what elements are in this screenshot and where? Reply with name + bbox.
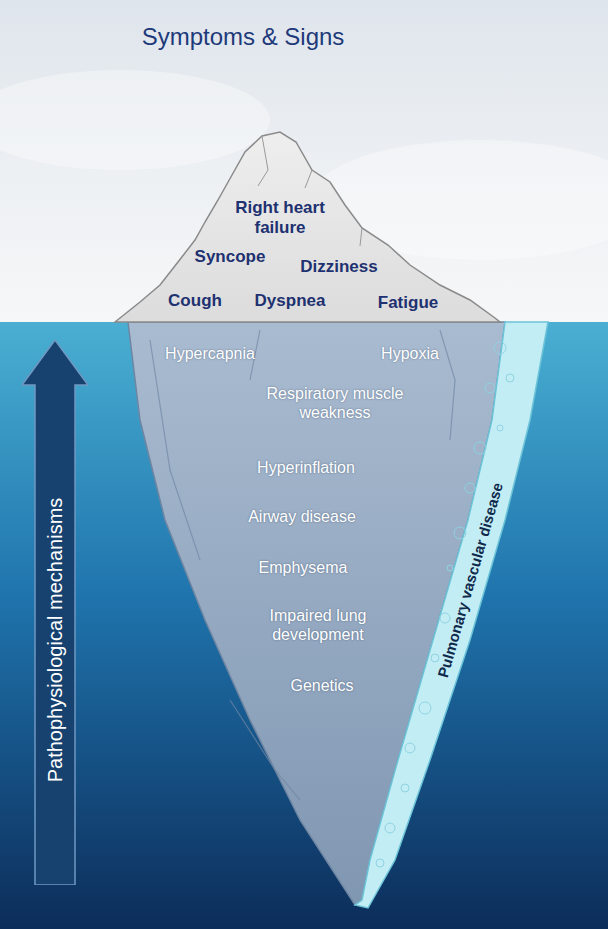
symptom-label: Syncope — [195, 247, 266, 267]
mechanism-label: Emphysema — [259, 558, 348, 577]
symptom-label: Right heart failure — [220, 198, 340, 239]
cloud-wash — [0, 70, 270, 170]
ice-crack — [440, 330, 455, 440]
mechanism-label: Airway disease — [248, 507, 356, 526]
mechanism-label: Hypoxia — [381, 344, 439, 363]
ice-bubble — [447, 565, 453, 571]
ice-bubble — [474, 442, 486, 454]
ice-bubble — [385, 823, 395, 833]
mechanism-arrow: Pathophysiological mechanisms — [22, 340, 88, 885]
symptom-label: Cough — [168, 291, 222, 311]
ice-bubble — [506, 374, 514, 382]
ice-bubble — [497, 425, 503, 431]
ice-crack — [305, 170, 312, 188]
ice-bubble — [419, 702, 431, 714]
arrow-label: Pathophysiological mechanisms — [44, 498, 67, 783]
ice-crack — [230, 700, 300, 800]
ice-crack — [360, 228, 362, 246]
ice-bubble — [485, 383, 495, 393]
ice-bubble — [401, 784, 409, 792]
ice-bubble — [454, 527, 466, 539]
water-ground — [0, 322, 608, 929]
ice-bubble — [405, 743, 415, 753]
mechanism-label: Respiratory muscle weakness — [235, 384, 435, 422]
mechanism-arrow-outline — [22, 340, 88, 885]
ice-crack — [150, 340, 200, 560]
vascular-band: Pulmonary vascular disease — [350, 318, 552, 912]
ice-bubble — [376, 859, 384, 867]
vascular-band-outline — [355, 322, 548, 908]
ice-bubble — [494, 342, 506, 354]
iceberg-tip — [115, 132, 500, 322]
mechanism-label: Hyperinflation — [257, 458, 355, 477]
symptom-label: Dyspnea — [255, 291, 326, 311]
title: Symptoms & Signs — [142, 23, 345, 52]
mechanism-label: Impaired lung development — [253, 606, 383, 644]
mechanism-label: Genetics — [290, 676, 353, 695]
ice-bubble — [465, 483, 475, 493]
symptom-label: Dizziness — [300, 257, 377, 277]
mechanism-label: Hypercapnia — [165, 344, 255, 363]
ice-crack — [258, 136, 268, 186]
symptom-label: Fatigue — [378, 293, 438, 313]
